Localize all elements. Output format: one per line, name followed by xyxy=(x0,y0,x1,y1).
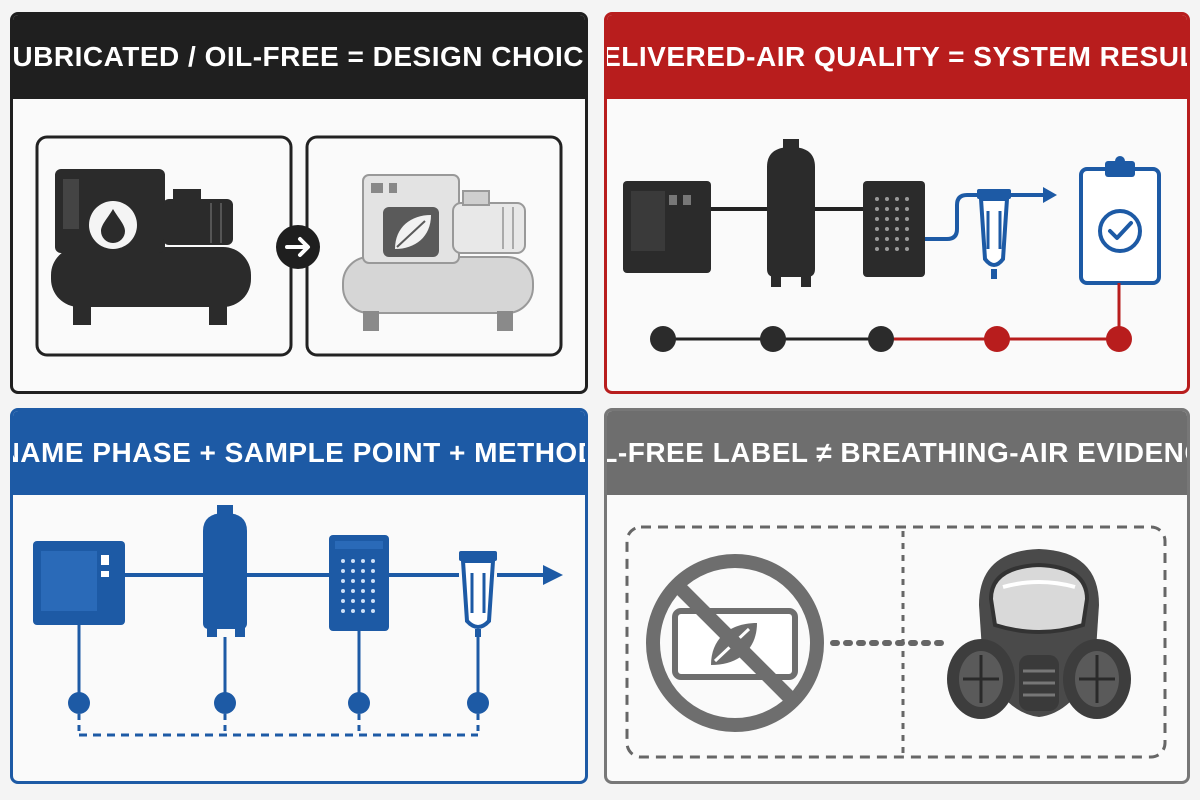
oil-free-compressor-icon xyxy=(342,174,534,331)
compressor-icon xyxy=(623,181,711,273)
panel-illustration xyxy=(33,505,563,737)
panel-title: NAME PHASE + SAMPLE POINT + METHOD xyxy=(13,411,585,495)
panel-illustration xyxy=(35,135,563,357)
no-oil-free-label-icon xyxy=(646,554,824,732)
panel-illustration xyxy=(625,525,1167,759)
arrow-right-icon xyxy=(276,225,320,269)
oil-drop-icon xyxy=(101,209,125,243)
panel-phase-sample-method: NAME PHASE + SAMPLE POINT + METHOD xyxy=(10,408,588,784)
compressor-icon xyxy=(33,541,125,625)
air-receiver-tank-icon xyxy=(767,139,815,287)
dashed-frame xyxy=(625,525,1167,759)
filter-icon xyxy=(977,189,1011,279)
air-receiver-tank-icon xyxy=(203,505,247,637)
leaf-icon xyxy=(383,207,439,257)
filter-icon xyxy=(459,551,497,637)
panel-label-vs-evidence: OIL-FREE LABEL ≠ BREATHING-AIR EVIDENCE xyxy=(604,408,1190,784)
sample-points xyxy=(68,625,489,737)
flow-arrow-icon xyxy=(543,565,563,585)
dryer-icon xyxy=(329,535,389,631)
dryer-icon xyxy=(863,181,925,277)
panel-illustration xyxy=(623,139,1161,352)
panel-system-result: DELIVERED-AIR QUALITY = SYSTEM RESULT xyxy=(604,12,1190,394)
clipboard-check-icon xyxy=(1079,156,1161,285)
quality-timeline xyxy=(650,283,1132,352)
gas-mask-icon xyxy=(947,549,1131,719)
panel-title: LUBRICATED / OIL-FREE = DESIGN CHOICE xyxy=(13,15,585,99)
panel-title: OIL-FREE LABEL ≠ BREATHING-AIR EVIDENCE xyxy=(607,411,1187,495)
panel-title: DELIVERED-AIR QUALITY = SYSTEM RESULT xyxy=(607,15,1187,99)
lubricated-compressor-icon xyxy=(51,169,251,325)
panel-design-choice: LUBRICATED / OIL-FREE = DESIGN CHOICE xyxy=(10,12,588,394)
